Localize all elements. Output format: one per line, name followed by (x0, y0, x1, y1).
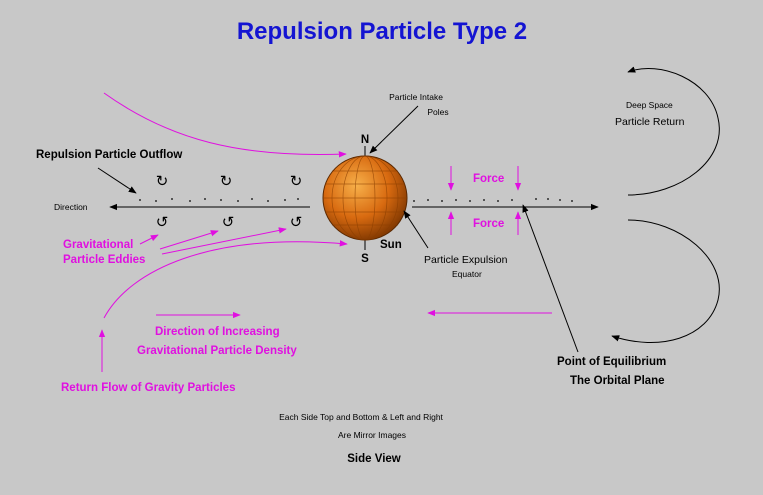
side-view-label: Side View (347, 453, 401, 465)
north-label: N (361, 134, 369, 146)
eddy-counterclockwise-icon: ↺ (290, 213, 303, 231)
intake-label-line1: Particle Intake (389, 92, 443, 102)
eddies-arrow-1 (139, 234, 159, 245)
sun-meridians (323, 155, 407, 241)
density-label-line1: Direction of Increasing (155, 326, 280, 338)
lower-inflow-curve (103, 240, 348, 319)
south-label: S (361, 253, 369, 265)
expulsion-label-line1: Particle Expulsion (424, 254, 508, 266)
eddy-counterclockwise-icon: ↺ (222, 213, 235, 231)
expulsion-label-line2: Equator (452, 269, 482, 279)
sun-label: Sun (380, 239, 402, 251)
force-label-bottom: Force (473, 218, 504, 230)
eddies-arrow-2 (159, 230, 219, 250)
deep-space-label-line1: Deep Space (626, 100, 673, 110)
eddy-counterclockwise-icon: ↺ (156, 213, 169, 231)
deep-space-lower-loop (611, 219, 720, 343)
eddy-clockwise-icon: ↻ (290, 172, 303, 190)
upper-inflow-curve (103, 92, 347, 158)
eddies-label-line2: Particle Eddies (63, 254, 145, 266)
left-particle-stream (139, 198, 299, 202)
expulsion-arrow (403, 210, 429, 249)
mirror-note-line1: Each Side Top and Bottom & Left and Righ… (279, 412, 443, 422)
gravitational-eddies: ↻ ↻ ↻ ↺ ↺ ↺ (156, 172, 303, 231)
outflow-label: Repulsion Particle Outflow (36, 149, 182, 161)
force-label-top: Force (473, 173, 504, 185)
intake-label-line2: Poles (427, 107, 448, 117)
eddy-clockwise-icon: ↻ (220, 172, 233, 190)
right-particle-stream (413, 198, 573, 202)
mirror-note-line2: Are Mirror Images (338, 430, 406, 440)
deep-space-upper-loop (627, 66, 720, 196)
direction-label: Direction (54, 202, 88, 212)
eddies-label-line1: Gravitational (63, 239, 133, 251)
eddy-clockwise-icon: ↻ (156, 172, 169, 190)
equilibrium-label: Point of Equilibrium (557, 356, 666, 368)
sun (322, 146, 408, 250)
equilibrium-arrow (522, 204, 579, 353)
force-indicators (447, 166, 522, 235)
outflow-arrow (97, 167, 137, 194)
density-label-line2: Gravitational Particle Density (137, 345, 297, 357)
eddies-arrow-3 (161, 227, 287, 255)
deep-space-label-line2: Particle Return (615, 116, 685, 128)
orbital-plane-label: The Orbital Plane (570, 375, 665, 387)
intake-arrow (369, 105, 419, 154)
return-flow-label: Return Flow of Gravity Particles (61, 382, 235, 394)
diagram-title: Repulsion Particle Type 2 (237, 18, 527, 45)
